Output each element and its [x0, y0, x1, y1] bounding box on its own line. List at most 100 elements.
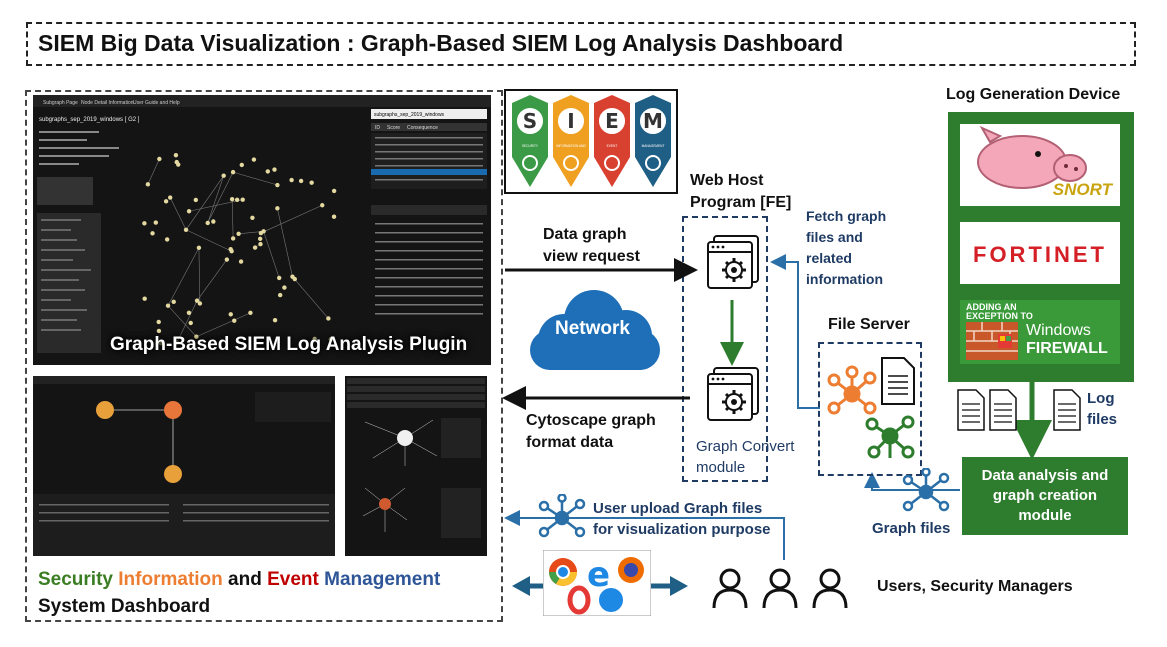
graph-node	[150, 231, 155, 236]
plugin-table-header: ID	[375, 125, 380, 131]
convert-server-icon	[707, 367, 759, 421]
graph-node	[239, 162, 245, 168]
graph-files-icon	[902, 468, 950, 512]
graph-node	[224, 257, 230, 262]
graph-node	[258, 241, 263, 247]
upload-arrow	[504, 510, 785, 560]
log-files-label: Log files	[1087, 390, 1118, 428]
plugin-detail-panel	[37, 213, 101, 353]
data-graph-label: Data graph view request	[543, 226, 640, 265]
graph-node	[250, 215, 255, 220]
network-cloud-icon	[530, 290, 660, 370]
users-icons	[712, 568, 848, 609]
plugin-tab[interactable]: User Guide and Help	[133, 100, 180, 106]
graph-node	[240, 197, 245, 202]
graph-node	[142, 221, 147, 226]
graph-node	[251, 157, 257, 162]
label-management: Management	[324, 569, 441, 590]
graph-node	[289, 177, 294, 183]
graph-node	[153, 220, 159, 225]
user-upload-label: User upload Graph files for visualizatio…	[593, 500, 771, 538]
plugin-score-table	[371, 133, 487, 189]
graph-node	[158, 341, 164, 346]
dashboard-graph-1	[33, 376, 335, 556]
graph-node	[211, 219, 216, 224]
browser-icons: e	[543, 550, 651, 616]
plugin-node-table	[371, 205, 487, 315]
graph-node	[186, 209, 192, 214]
graph-node	[165, 303, 171, 308]
ie-icon: e	[587, 555, 610, 595]
graph-node	[277, 292, 283, 298]
graph-node	[171, 299, 176, 305]
graph-node	[328, 337, 334, 342]
graph-node	[290, 274, 295, 279]
svg-text:e: e	[587, 555, 610, 595]
log-files-icons	[957, 389, 1081, 431]
graph-node	[252, 245, 258, 250]
windows-firewall-logo: ADDING AN EXCEPTION TO Windows FIREWALL	[960, 300, 1120, 364]
graph-node	[194, 298, 200, 303]
ip-node	[96, 401, 114, 419]
siem-tile-caption: INFORMATION AND	[556, 144, 586, 148]
fortinet-text: FORTINET	[973, 242, 1107, 267]
graph-node	[142, 296, 147, 301]
graph-node	[282, 285, 287, 290]
plugin-info-lines	[39, 131, 119, 165]
graph-node	[320, 203, 325, 208]
page-title: SIEM Big Data Visualization : Graph-Base…	[38, 30, 844, 56]
ip-node	[164, 401, 182, 419]
graph-node	[248, 310, 253, 316]
plugin-graph: Subgraph Page Node Detail Information Us…	[33, 95, 491, 353]
label-and: and	[228, 569, 262, 590]
graph-node	[230, 236, 236, 241]
graph-node	[326, 316, 331, 321]
chrome-icon	[549, 558, 577, 586]
graph-node	[272, 318, 278, 323]
graph-node	[275, 182, 280, 188]
graph-node	[196, 245, 202, 250]
graph-node	[257, 236, 263, 242]
analysis-module-box: Data analysis and graph creation module	[962, 457, 1128, 535]
plugin-label: Graph-Based SIEM Log Analysis Plugin	[110, 334, 468, 355]
snort-text: SNORT	[1052, 180, 1112, 199]
firewall-text: FIREWALL	[1026, 340, 1108, 357]
dashboard-screenshot-1	[33, 376, 335, 556]
plugin-tab[interactable]: Subgraph Page	[43, 100, 78, 106]
analysis-module-label: Data analysis and graph creation module	[981, 467, 1109, 524]
graph-node	[193, 197, 199, 203]
graph-node	[236, 231, 241, 236]
graph-node	[221, 173, 226, 178]
graph-node	[197, 301, 203, 306]
dashboard-region	[25, 90, 503, 622]
windows-text: Windows	[1026, 322, 1091, 339]
graph-node	[232, 318, 237, 323]
graph-node	[228, 312, 233, 317]
graph-node	[230, 169, 236, 175]
file-server-label: File Server	[828, 316, 910, 333]
label-security: Security	[38, 569, 113, 590]
graph-node	[261, 229, 266, 234]
file-server-box	[818, 342, 922, 476]
graph-node	[157, 156, 162, 162]
plugin-table-header: Score	[387, 125, 400, 131]
graph-node	[188, 320, 193, 326]
log-device-box: SNORT FORTINET ADDING AN EXCEPTION TO Wi…	[948, 112, 1134, 382]
ip-node	[164, 465, 182, 483]
plugin-dropdown[interactable]: subgraphs_sep_2019_windows	[374, 112, 445, 118]
document-icon	[881, 357, 915, 405]
graph-node	[205, 220, 210, 226]
fetch-arrow	[770, 254, 820, 409]
graph-node	[168, 195, 173, 200]
graph-node	[265, 169, 271, 174]
graph-node	[163, 199, 169, 204]
graph-node	[173, 152, 179, 158]
snort-pig-icon	[977, 125, 1087, 189]
plugin-tab[interactable]: Node Detail Information	[81, 100, 134, 106]
graph-node	[331, 188, 337, 194]
plugin-graph-name: subgraphs_sep_2019_windows [ G2 ]	[39, 117, 140, 123]
upload-graph-icon	[538, 494, 586, 538]
